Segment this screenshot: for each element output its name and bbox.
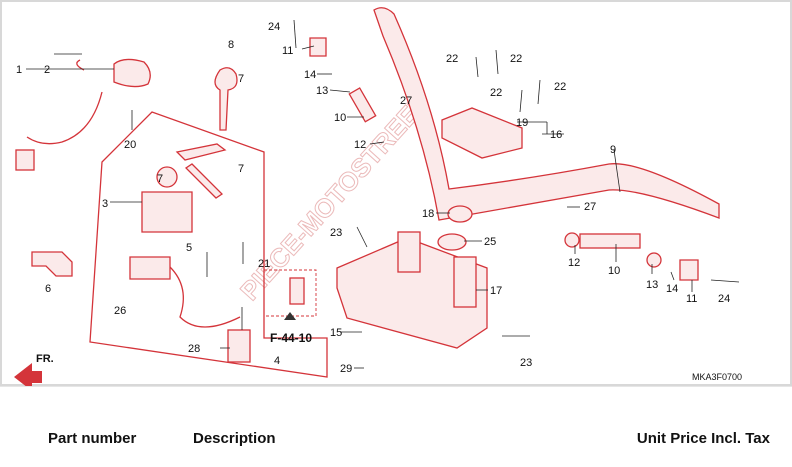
fork-tube-right (453, 256, 477, 308)
callout-14b: 14 (666, 283, 678, 295)
callout-23a: 23 (330, 227, 342, 239)
callout-24a: 24 (268, 21, 280, 33)
callout-22d: 22 (490, 87, 502, 99)
bolt-22a (475, 56, 479, 78)
spare-key (214, 67, 238, 131)
callout-3: 3 (102, 198, 108, 210)
column-header-unit-price: Unit Price Incl. Tax (636, 430, 770, 447)
callout-10a: 10 (334, 112, 346, 124)
grip-pipe-top (348, 87, 377, 123)
end-weight (679, 259, 699, 281)
callout-5: 5 (186, 242, 192, 254)
callout-20: 20 (124, 139, 136, 151)
callout-11a: 11 (282, 45, 293, 57)
callout-10b: 10 (608, 265, 620, 277)
bolt-22c (519, 89, 523, 113)
fork-tube-left (397, 231, 421, 273)
diagram-code: MKA3F0700 (692, 372, 742, 382)
callout-12a: 12 (354, 139, 366, 151)
front-arrow-icon (14, 363, 42, 388)
callout-23b: 23 (520, 357, 532, 369)
reference-arrow-icon (284, 312, 296, 320)
callout-24b: 24 (718, 293, 730, 305)
clip (76, 59, 85, 71)
callout-21: 21 (258, 258, 270, 270)
callout-14a: 14 (304, 69, 316, 81)
bolt-22d (537, 79, 541, 105)
callout-4: 4 (274, 355, 280, 367)
grip-weight-pipe (579, 233, 641, 249)
switch-wire (26, 91, 103, 145)
callout-13b: 13 (646, 279, 658, 291)
callout-2: 2 (44, 64, 50, 76)
callout-28: 28 (188, 343, 200, 355)
callout-7b: 7 (238, 163, 244, 175)
grip-collar (564, 232, 580, 248)
callout-19: 19 (516, 117, 528, 129)
callout-17: 17 (490, 285, 502, 297)
leader-lines (26, 45, 693, 369)
parts-table-header: Part number Description Unit Price Incl.… (0, 386, 792, 467)
key-b (184, 163, 224, 199)
ignition-switch-body (141, 191, 193, 233)
bolt-23-left (356, 226, 368, 248)
reference-box (263, 269, 317, 317)
callout-27a: 27 (400, 95, 412, 107)
reference-label: F-44-10 (270, 331, 312, 345)
column-header-description: Description (193, 430, 276, 447)
callouts: 1 2 3 4 5 6 7 7 7 8 9 10 10 11 11 12 12 … (16, 21, 730, 375)
column-header-part-number: Part number (48, 430, 137, 447)
callout-27b: 27 (584, 201, 596, 213)
end-weight-top (309, 37, 327, 57)
key-a (175, 143, 227, 161)
callout-9: 9 (610, 144, 616, 156)
callout-29: 29 (340, 363, 352, 375)
callout-16: 16 (550, 129, 562, 141)
callout-7a: 7 (157, 173, 163, 185)
stem-cap (447, 205, 473, 223)
ecu-module (227, 329, 251, 363)
callout-18: 18 (422, 208, 434, 220)
exploded-view-drawing: PIECE-MOTOSTREET (14, 7, 742, 388)
bolt-24-right (710, 279, 740, 283)
callout-15: 15 (330, 327, 342, 339)
callout-12b: 12 (568, 257, 580, 269)
switch-housing (113, 58, 151, 88)
bolt-22b (495, 49, 499, 75)
callout-6: 6 (45, 283, 51, 295)
sensor-wire (169, 266, 241, 328)
handlebar (373, 7, 720, 221)
stem-nut (437, 233, 467, 251)
handlebar-holder (441, 107, 523, 159)
callout-1: 1 (16, 64, 22, 76)
ignition-cylinder (156, 166, 178, 188)
callout-7c: 7 (238, 73, 244, 85)
weight-spacer (646, 252, 662, 268)
callout-26: 26 (114, 305, 126, 317)
ignition-frame (89, 111, 328, 378)
callout-8: 8 (228, 39, 234, 51)
parts-diagram: PIECE-MOTOSTREET (0, 0, 792, 388)
bolt-24-top (293, 19, 297, 49)
callout-13a: 13 (316, 85, 328, 97)
callout-22b: 22 (510, 53, 522, 65)
connector (15, 149, 35, 171)
direction-label: FR. (36, 353, 54, 365)
stay-bracket (31, 251, 73, 277)
sensor-unit (129, 256, 171, 280)
lock-detail (289, 277, 305, 305)
callout-22a: 22 (446, 53, 458, 65)
callout-22c: 22 (554, 81, 566, 93)
callout-25: 25 (484, 236, 496, 248)
callout-11b: 11 (686, 293, 697, 305)
